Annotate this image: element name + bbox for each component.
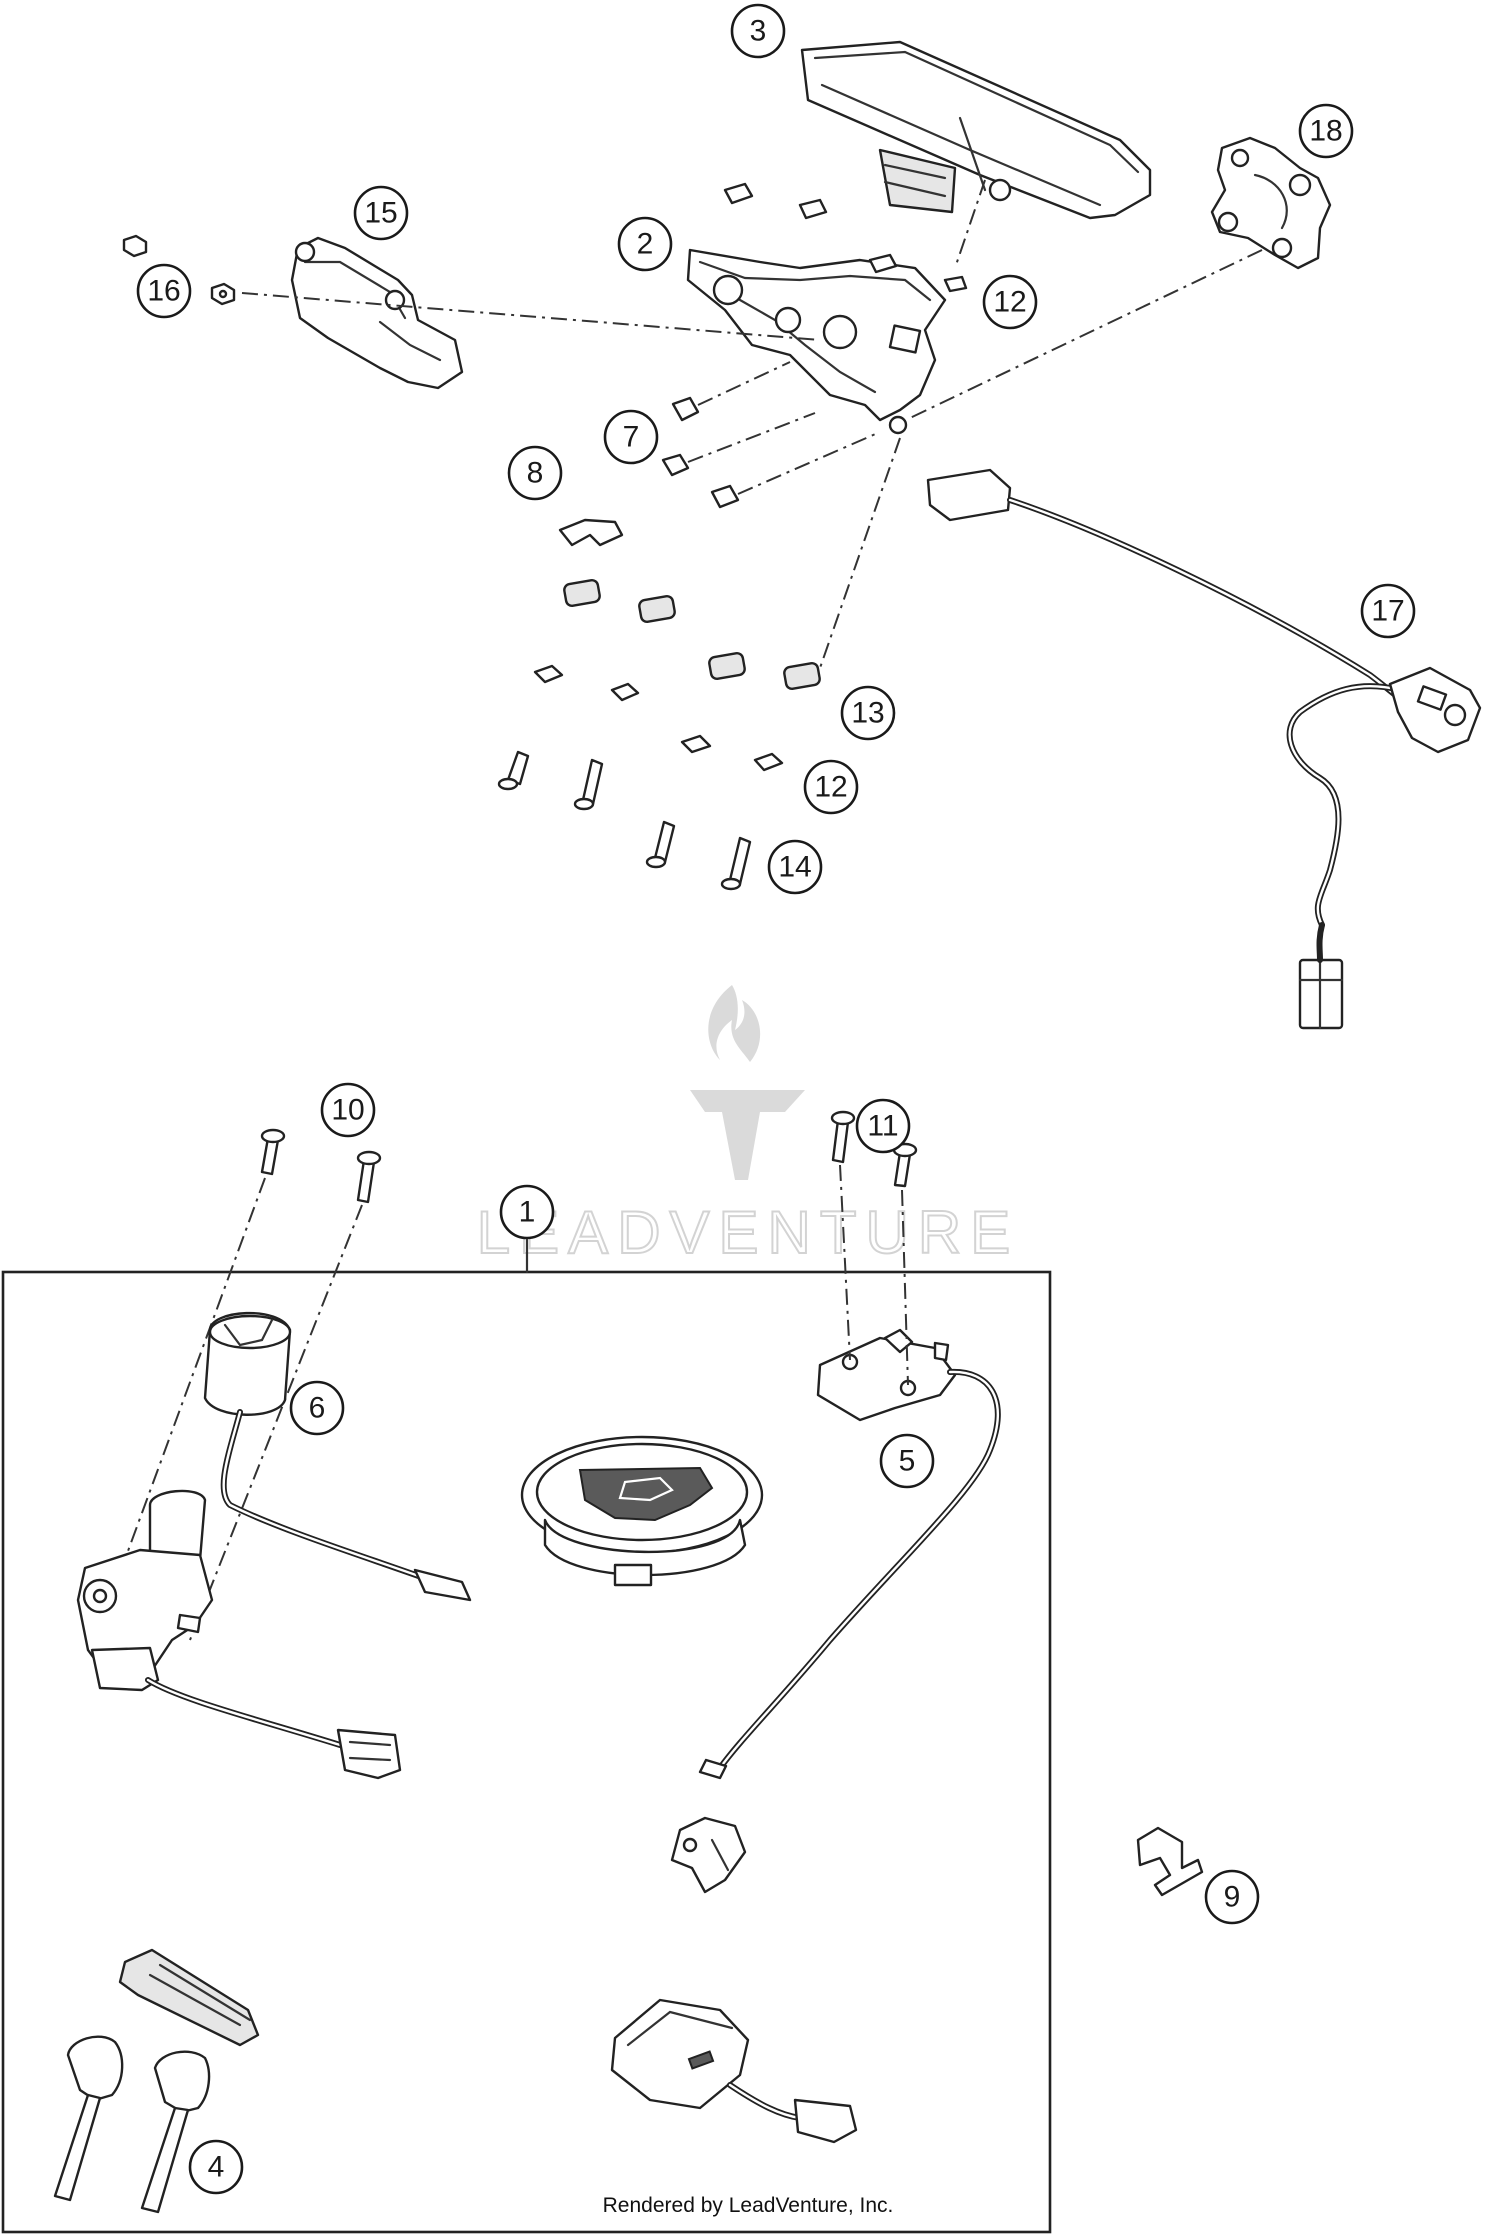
svg-text:17: 17	[1371, 595, 1404, 628]
part-instrument-bracket	[686, 248, 947, 435]
watermark-flame-icon	[708, 985, 761, 1062]
part-screws-11	[830, 1110, 918, 1386]
callout-2: 2	[617, 216, 673, 272]
callout-12-upper: 12	[982, 274, 1038, 330]
callout-3: 3	[730, 3, 786, 59]
svg-text:5: 5	[899, 1445, 916, 1478]
part-grommets-upper	[723, 182, 968, 293]
part-switch-sensor	[698, 1328, 1001, 1780]
part-rubber-grommets	[563, 578, 821, 691]
leader-dash-line	[819, 437, 901, 669]
part-clip-lower	[670, 1816, 747, 1894]
callout-13: 13	[840, 685, 896, 741]
callout-9: 9	[1204, 1869, 1260, 1925]
callout-1: 1	[499, 1184, 555, 1240]
callout-16: 16	[136, 263, 192, 319]
part-keys	[53, 1948, 260, 2214]
part-cover	[290, 236, 464, 390]
leader-dash-line	[241, 292, 821, 341]
callout-11: 11	[855, 1098, 911, 1154]
part-screws-7	[661, 361, 881, 509]
part-clip	[558, 518, 624, 547]
svg-text:18: 18	[1309, 115, 1342, 148]
svg-text:2: 2	[637, 228, 654, 261]
part-pins	[497, 750, 752, 891]
svg-text:15: 15	[364, 197, 397, 230]
callout-5: 5	[879, 1433, 935, 1489]
callout-8: 8	[507, 445, 563, 501]
callout-4: 4	[188, 2139, 244, 2195]
part-instrument-cluster	[800, 40, 1152, 220]
render-credit: Rendered by LeadVenture, Inc.	[603, 2194, 894, 2217]
watermark-text: LEADVENTURE	[477, 1199, 1019, 1266]
part-wiring-harness	[926, 468, 1482, 1030]
callout-18: 18	[1298, 103, 1354, 159]
part-fuel-cap	[520, 1435, 764, 1587]
svg-text:1: 1	[519, 1196, 536, 1229]
callout-17: 17	[1360, 583, 1416, 639]
callout-7: 7	[603, 409, 659, 465]
callout-10: 10	[320, 1082, 376, 1138]
svg-text:14: 14	[778, 851, 811, 884]
callout-14: 14	[767, 839, 823, 895]
watermark-v-icon	[690, 1090, 805, 1180]
callout-6: 6	[289, 1380, 345, 1436]
svg-text:11: 11	[867, 1110, 898, 1143]
part-nuts	[122, 234, 236, 306]
part-ignition-lock	[76, 1311, 472, 1780]
callout-15: 15	[353, 185, 409, 241]
part-bushings	[533, 664, 784, 772]
svg-text:8: 8	[527, 457, 544, 490]
leader-dash-line	[909, 249, 1263, 419]
part-right-mount-bracket	[1210, 136, 1332, 270]
svg-text:12: 12	[993, 286, 1026, 319]
svg-text:13: 13	[851, 697, 884, 730]
svg-text:4: 4	[208, 2151, 225, 2184]
leader-dash-line	[954, 179, 986, 269]
svg-text:9: 9	[1224, 1881, 1241, 1914]
svg-text:6: 6	[309, 1392, 326, 1425]
callout-12-lower: 12	[803, 759, 859, 815]
watermark: LEADVENTURE	[476, 985, 1019, 1267]
part-control-unit	[610, 1998, 858, 2144]
svg-text:12: 12	[814, 771, 847, 804]
svg-text:16: 16	[147, 275, 180, 308]
svg-text:10: 10	[331, 1094, 364, 1127]
svg-text:7: 7	[623, 421, 640, 454]
part-small-bracket	[1136, 1826, 1204, 1897]
svg-text:3: 3	[750, 15, 767, 48]
part-screws-10	[109, 1128, 382, 1641]
